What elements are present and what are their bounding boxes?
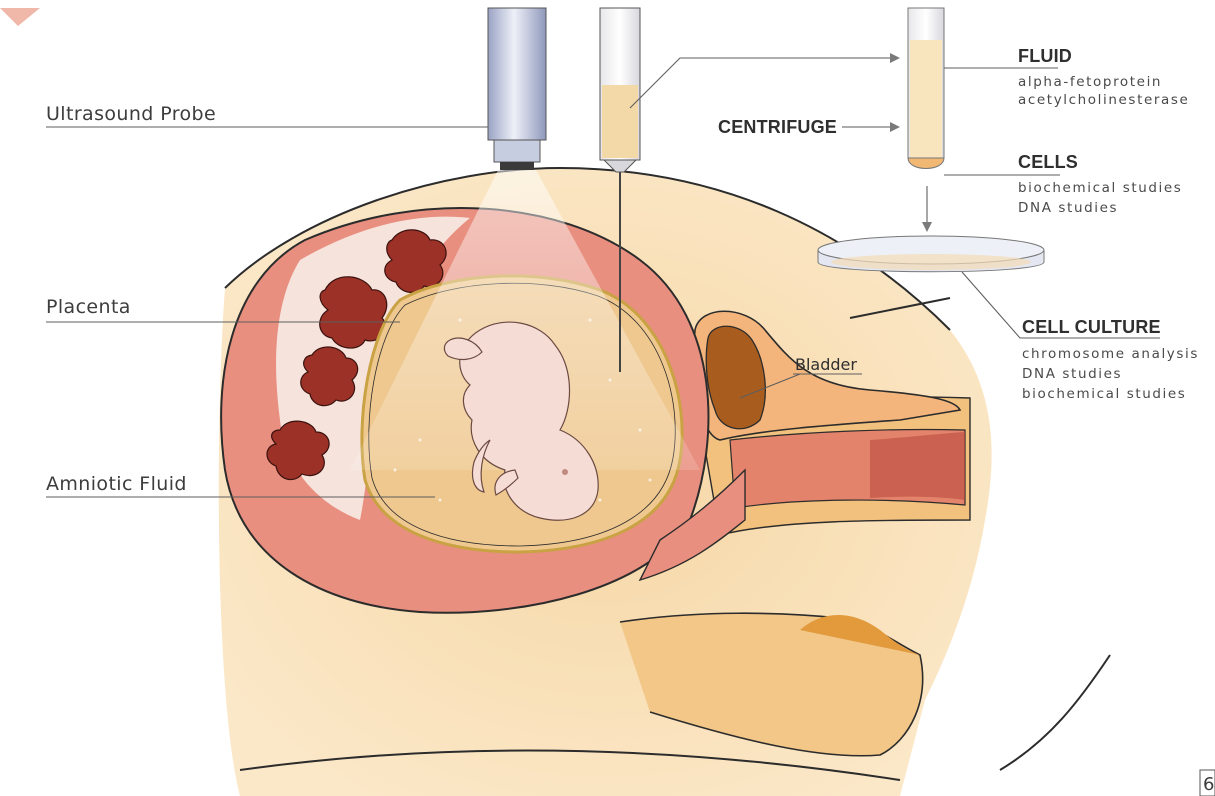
petri-dish bbox=[818, 236, 1044, 272]
label-placenta: Placenta bbox=[46, 296, 131, 318]
fluid-line-2: acetylcholinesterase bbox=[1018, 92, 1189, 108]
cell-culture-line-1: chromosome analysis bbox=[1022, 346, 1199, 362]
label-bladder: Bladder bbox=[795, 355, 857, 374]
cell-culture-heading: CELL CULTURE bbox=[1022, 317, 1161, 337]
cells-line-2: DNA studies bbox=[1018, 200, 1118, 216]
label-amniotic-fluid: Amniotic Fluid bbox=[46, 473, 187, 495]
page-number: 6 bbox=[1203, 774, 1214, 795]
buttock-line bbox=[1000, 655, 1110, 770]
centrifuge-tube bbox=[908, 8, 944, 169]
label-centrifuge: CENTRIFUGE bbox=[718, 117, 837, 137]
label-ultrasound-probe: Ultrasound Probe bbox=[46, 103, 216, 125]
cell-culture-line-2: DNA studies bbox=[1022, 366, 1122, 382]
corner-mark bbox=[0, 8, 40, 26]
cell-culture-line-3: biochemical studies bbox=[1022, 386, 1186, 402]
vagina-shade bbox=[870, 432, 965, 500]
fluid-line-1: alpha-fetoprotein bbox=[1018, 74, 1162, 90]
cells-heading: CELLS bbox=[1018, 152, 1078, 172]
fluid-heading: FLUID bbox=[1018, 46, 1072, 66]
ultrasound-probe bbox=[488, 8, 546, 170]
cells-line-1: biochemical studies bbox=[1018, 180, 1182, 196]
